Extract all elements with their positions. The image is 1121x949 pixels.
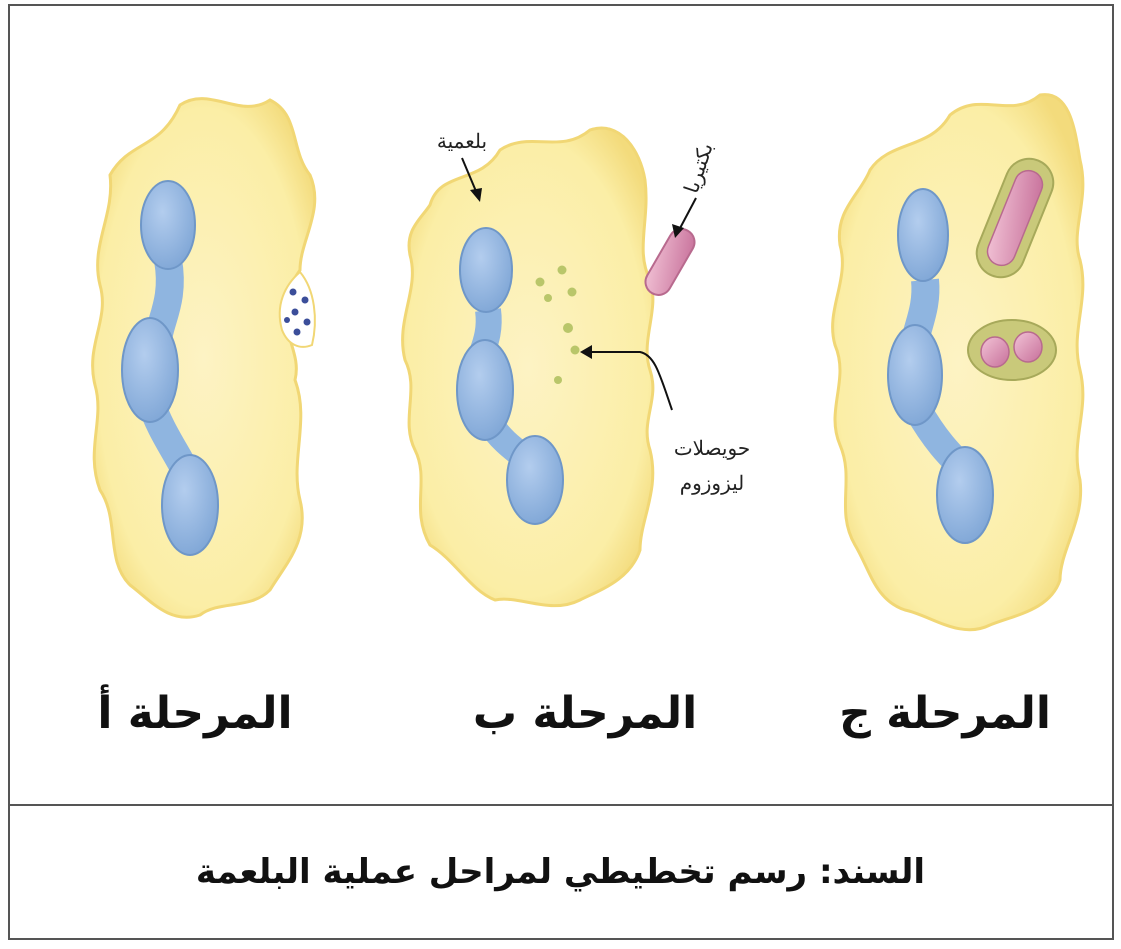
lysosome-vesicle xyxy=(554,376,562,384)
particle-dot xyxy=(294,329,301,336)
lysosome-label-line1: حويصلات xyxy=(674,436,750,460)
stage-a-cell xyxy=(93,99,315,618)
lysosome-vesicle xyxy=(568,288,577,297)
bacterium xyxy=(641,224,700,299)
phagocytosis-diagram: بلعمية بكتيريا حويصلات ليزوزوم المرحلة أ… xyxy=(0,0,1121,800)
stage-b-cell: بلعمية بكتيريا حويصلات ليزوزوم xyxy=(403,128,751,606)
cell-membrane xyxy=(403,128,653,606)
caption-divider xyxy=(10,804,1112,806)
lysosome-vesicle xyxy=(544,294,552,302)
lysosome-label-line2: ليزوزوم xyxy=(680,471,745,495)
lysosome-vesicle xyxy=(558,266,567,275)
lysosome-vesicle xyxy=(536,278,545,287)
lysosome-vesicle xyxy=(571,346,580,355)
phagosome-round xyxy=(968,320,1056,380)
particle-dot xyxy=(304,319,311,326)
stage-a-label: المرحلة أ xyxy=(97,684,292,739)
particle-dot xyxy=(292,309,299,316)
bacteria-label: بكتيريا xyxy=(679,140,718,196)
phagocyte-label: بلعمية xyxy=(437,129,487,153)
stage-b-label: المرحلة ب xyxy=(473,688,697,739)
figure-caption: السند: رسم تخطيطي لمراحل عملية البلعمة xyxy=(0,852,1121,892)
stage-c-cell xyxy=(833,95,1083,630)
lysosome-vesicle xyxy=(563,323,573,333)
bacteria-arrow xyxy=(678,198,696,232)
particle-dot xyxy=(284,317,290,323)
particle-dot xyxy=(302,297,309,304)
particle-dot xyxy=(290,289,297,296)
stage-c-label: المرحلة ج xyxy=(839,688,1051,739)
